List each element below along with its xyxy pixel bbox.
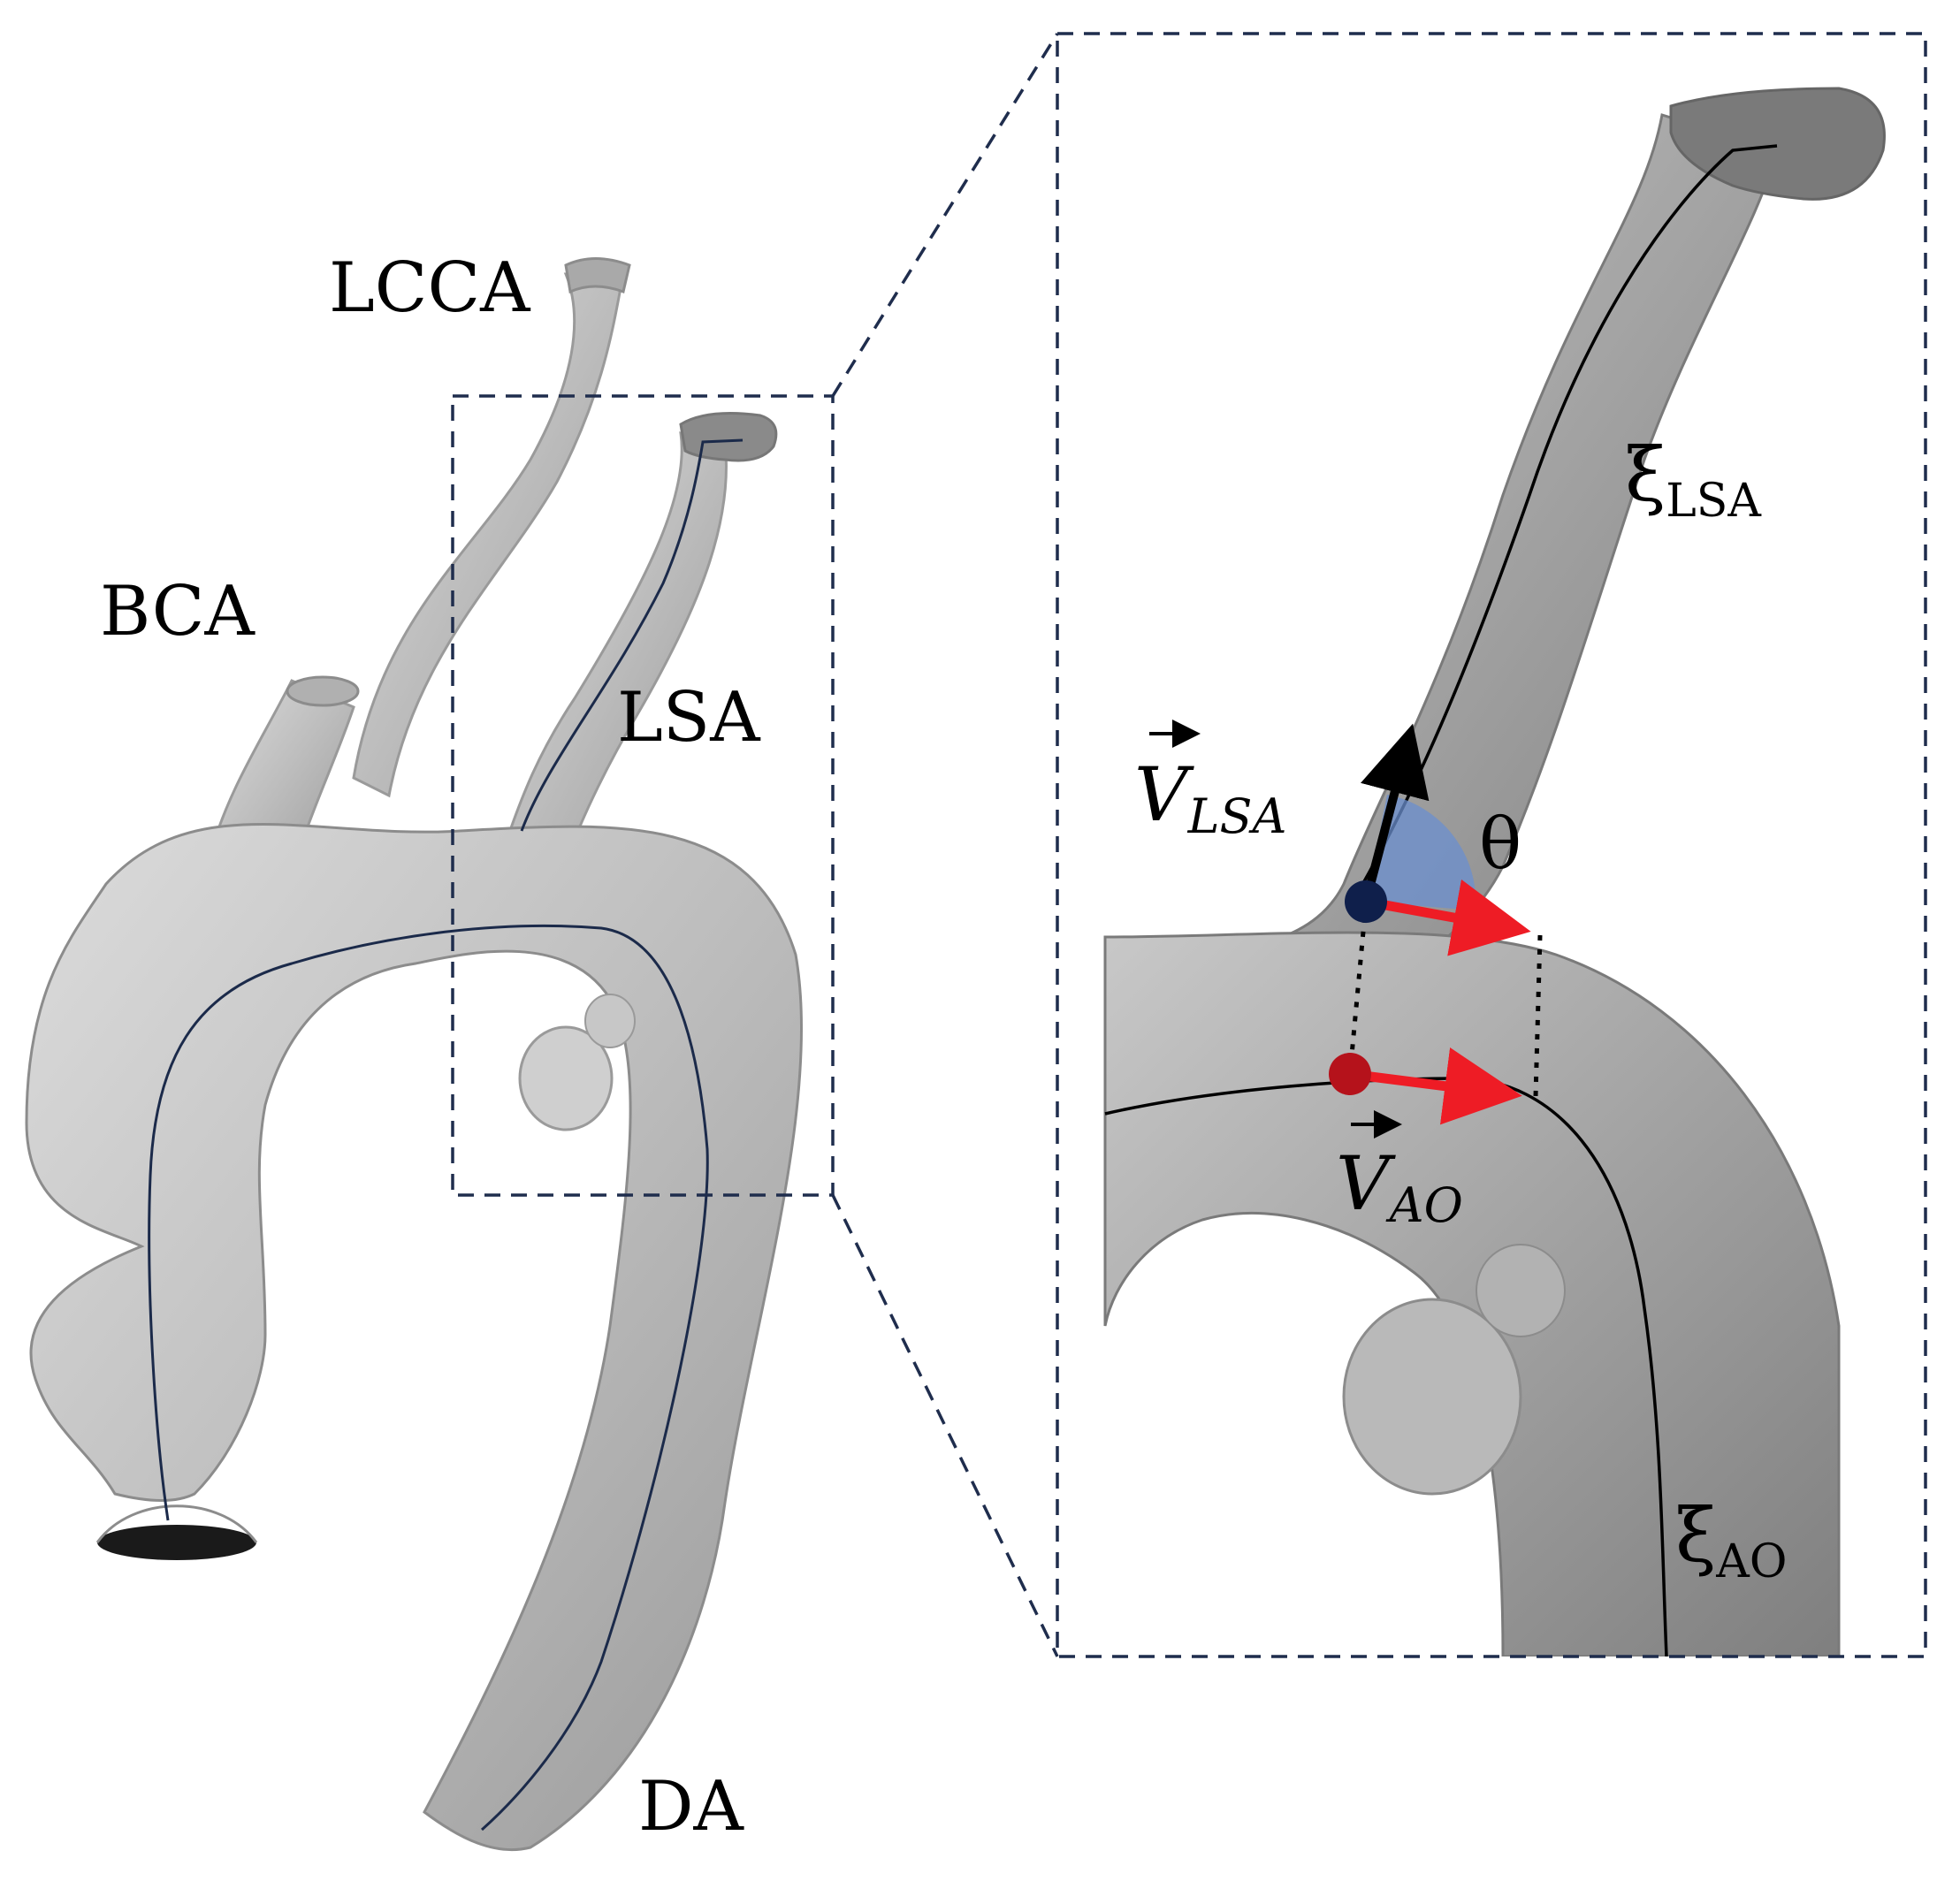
aneurysm-sac — [518, 1025, 614, 1131]
vector-lsa-projection-arrow — [1365, 879, 1531, 956]
aneurysm-neck — [584, 994, 636, 1048]
lcca-tip — [564, 257, 631, 294]
label-xi-lsa-sub: LSA — [1666, 475, 1762, 528]
inset-frame — [1056, 32, 1927, 1658]
label-xi-lsa: ξLSA — [1625, 431, 1762, 528]
projection-line-left — [1347, 902, 1369, 1075]
label-theta: θ — [1479, 803, 1521, 885]
point-lsa-origin — [1345, 880, 1387, 923]
label-v-ao-sub: AO — [1385, 1177, 1463, 1233]
zoom-selection-box — [451, 394, 835, 1197]
label-v-ao-symbol: V — [1336, 1140, 1396, 1227]
centerline-aorta — [148, 924, 709, 1832]
lsa-tip — [679, 412, 778, 462]
inset-centerline-aorta — [1104, 1077, 1668, 1656]
inset-lsa-tip — [1669, 87, 1886, 201]
label-v-lsa-symbol: V — [1134, 751, 1194, 838]
label-xi-ao-symbol: ξ — [1675, 1492, 1716, 1579]
vector-v-ao-arrow — [1349, 1047, 1522, 1125]
lcca-vessel — [352, 272, 625, 798]
aortic-arch — [25, 823, 804, 1852]
inset-zoom — [1103, 87, 1886, 1656]
vector-v-lsa-arrow — [1361, 723, 1430, 903]
label-lcca: LCCA — [329, 248, 531, 328]
label-v-lsa: VLSA — [1134, 720, 1287, 844]
label-v-ao: VAO — [1336, 1110, 1463, 1233]
label-xi-ao: ξAO — [1675, 1492, 1787, 1588]
inlet-opening — [97, 1525, 256, 1560]
inset-aneurysm-neck — [1476, 1244, 1566, 1337]
label-da: DA — [638, 1767, 745, 1847]
svg-text:VLSA: VLSA — [1134, 751, 1287, 844]
label-xi-lsa-symbol: ξ — [1625, 431, 1666, 518]
label-xi-ao-sub: AO — [1715, 1535, 1787, 1588]
label-lsa: LSA — [617, 678, 761, 758]
connector-top — [831, 33, 1059, 397]
inset-aneurysm-sac — [1342, 1298, 1522, 1496]
aorta-model — [25, 257, 804, 1852]
inlet-wall — [95, 1504, 258, 1543]
point-ao-origin — [1329, 1053, 1371, 1095]
centerline-lsa — [520, 438, 744, 832]
label-v-lsa-sub: LSA — [1187, 788, 1287, 844]
bca-opening — [286, 675, 360, 707]
connector-bottom — [831, 1194, 1059, 1657]
svg-text:VAO: VAO — [1336, 1140, 1463, 1233]
label-bca: BCA — [100, 572, 255, 651]
